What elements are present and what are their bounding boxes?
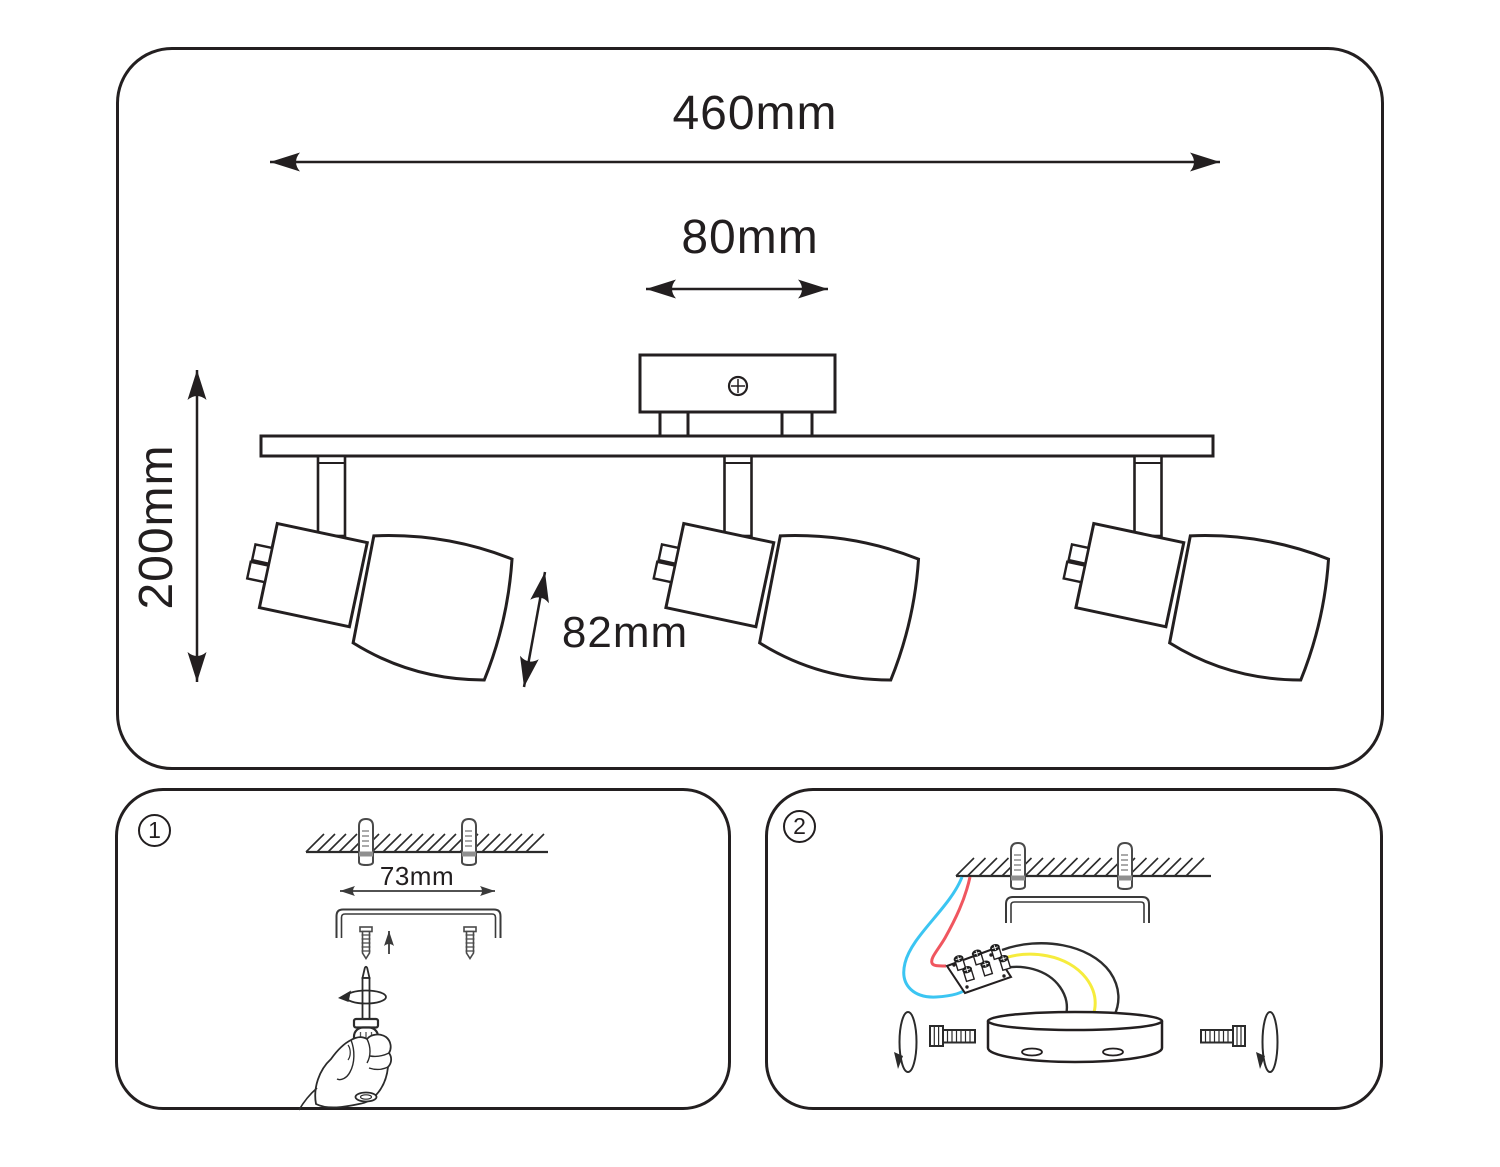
mounting-bracket [1005, 896, 1150, 923]
ceiling-hatch-step1 [305, 833, 548, 854]
wire-dark-outer [1001, 942, 1120, 1017]
wire-yellow [998, 952, 1097, 1017]
mounting-bracket [335, 908, 502, 938]
screw-icon [359, 926, 477, 960]
canopy-base [986, 1010, 1164, 1064]
wire-dark-inner [995, 965, 1069, 1017]
bolt-left-icon [929, 1025, 976, 1047]
spotlight-center [640, 499, 925, 689]
main-fixture-drawing [187, 152, 1335, 689]
terminal-block [945, 943, 1013, 995]
spotlight-left [234, 499, 519, 689]
track-bar [259, 434, 1215, 458]
step-1-number: 1 [148, 817, 161, 843]
screw-head-icon [727, 375, 749, 397]
rotate-arrow-right [1256, 1011, 1279, 1073]
wall-plug-icon [1010, 842, 1133, 890]
step2-panel [765, 788, 1383, 1110]
dimension-label-hole-spacing: 73mm [379, 861, 455, 891]
bolt-right-icon [1200, 1025, 1246, 1047]
step2-drawing [894, 842, 1279, 1073]
ceiling-hatch-step2 [955, 857, 1211, 878]
step-2-number: 2 [793, 813, 806, 839]
spotlight-right [1050, 499, 1335, 689]
step-1-badge: 1 [138, 814, 171, 847]
shade-82-arrow [520, 571, 549, 688]
step1-panel [115, 788, 731, 1110]
spotlight-stems [316, 454, 1163, 538]
canopy-box [638, 353, 837, 438]
dimension-label-height: 200mm [130, 444, 183, 610]
rotate-arrow-left [894, 1011, 918, 1073]
step-2-badge: 2 [783, 810, 816, 843]
dimension-label-canopy-width: 80mm [681, 211, 819, 264]
rotate-arrowhead [338, 990, 351, 1002]
main-dimension-panel [116, 47, 1384, 770]
step1-drawing [298, 818, 548, 1111]
dimension-label-total-width: 460mm [672, 87, 838, 140]
terminal-screws [953, 943, 1012, 983]
wire-blue [902, 876, 971, 999]
hand-icon [298, 1033, 393, 1111]
dimension-label-shade-height: 82mm [561, 608, 689, 657]
wire-red [930, 876, 972, 968]
